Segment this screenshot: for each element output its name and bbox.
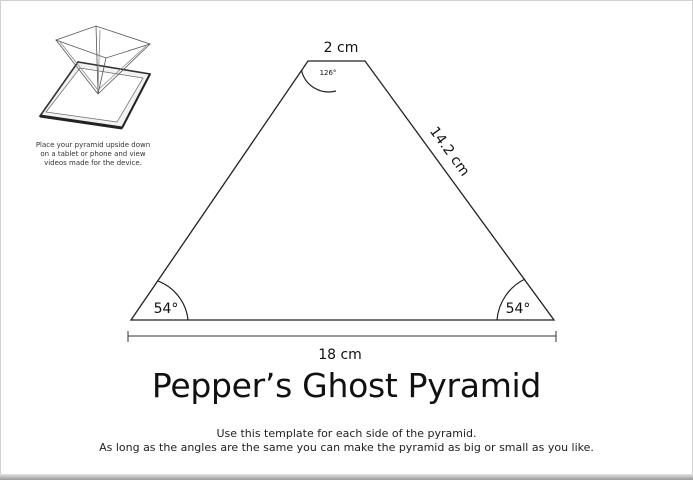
left-angle-arc xyxy=(157,280,189,321)
pyramid-on-tablet-icon xyxy=(38,25,152,130)
instruction-line: As long as the angles are the same you c… xyxy=(99,441,594,454)
page-bottom-edge xyxy=(0,474,693,480)
side-length-label: 14.2 cm xyxy=(426,124,472,179)
left-angle-label: 54° xyxy=(154,301,179,317)
page-title: Pepper’s Ghost Pyramid xyxy=(151,366,542,405)
inset-caption-line: videos made for the device. xyxy=(44,159,142,167)
right-angle-arc xyxy=(496,278,526,321)
top-width-label: 2 cm xyxy=(324,40,359,56)
base-width-label: 18 cm xyxy=(318,347,362,363)
instructions: Use this template for each side of the p… xyxy=(0,427,693,455)
inset-caption-line: Place your pyramid upside down xyxy=(35,141,151,149)
top-angle-arc xyxy=(300,70,337,93)
trapezoid-template xyxy=(129,60,556,321)
right-angle-label: 54° xyxy=(506,301,531,317)
instruction-line: Use this template for each side of the p… xyxy=(216,427,477,440)
inset-caption: Place your pyramid upside down on a tabl… xyxy=(18,141,168,168)
top-angle-label: 126° xyxy=(320,69,337,77)
inset-caption-line: on a tablet or phone and view xyxy=(40,150,146,158)
base-dimension-line xyxy=(127,331,557,342)
